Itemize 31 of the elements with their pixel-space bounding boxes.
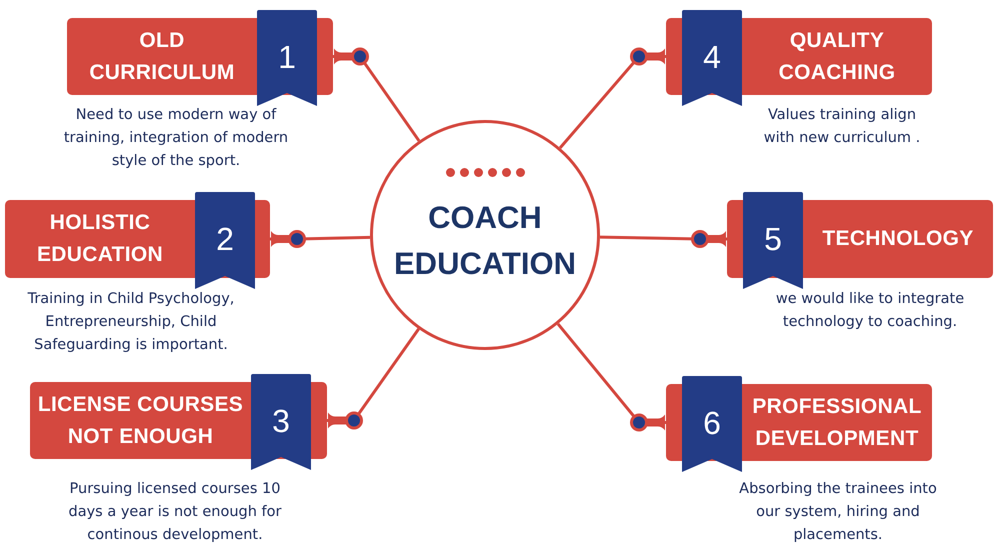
card-description: Values training align with new curriculum .	[762, 106, 922, 148]
card-title: HOLISTIC EDUCATION	[36, 210, 164, 268]
step-number: 5	[764, 221, 782, 257]
card-title: QUALITY COACHING	[778, 28, 896, 86]
card-title: TECHNOLOGY	[822, 226, 974, 252]
title-card	[67, 10, 333, 106]
connector-line	[270, 230, 370, 248]
connector-line	[326, 328, 420, 430]
connector-line	[332, 47, 420, 142]
card-description: Need to use modern way of training, integration of modern style of the sport.	[62, 106, 290, 171]
step-number: 4	[703, 38, 721, 74]
step-number: 1	[278, 38, 296, 74]
card-description: Training in Child Psychology, Entrepreneurship, Child Safeguarding is important.	[26, 290, 236, 355]
step-number: 3	[272, 402, 290, 438]
card-description: Absorbing the trainees into our system, hiring and placements.	[738, 480, 938, 545]
hub-title: COACH EDUCATION	[393, 198, 577, 282]
title-card	[666, 376, 932, 472]
title-card	[30, 374, 327, 470]
connector-line	[600, 230, 728, 248]
connector-line	[558, 47, 666, 149]
card-title: LICENSE COURSES NOT ENOUGH	[36, 392, 244, 450]
card-title: OLD CURRICULUM	[88, 28, 236, 86]
card-description: Pursuing licensed courses 10 days a year is not enough for continous development.	[68, 480, 282, 545]
connector-line	[556, 322, 666, 432]
step-number: 2	[216, 221, 234, 257]
title-card	[5, 192, 270, 289]
title-card	[727, 192, 993, 289]
step-number: 6	[703, 404, 721, 440]
title-card	[666, 10, 932, 106]
card-title: PROFESSIONAL DEVELOPMENT	[751, 394, 923, 452]
card-description: we would like to integrate technology to coaching.	[774, 290, 966, 332]
